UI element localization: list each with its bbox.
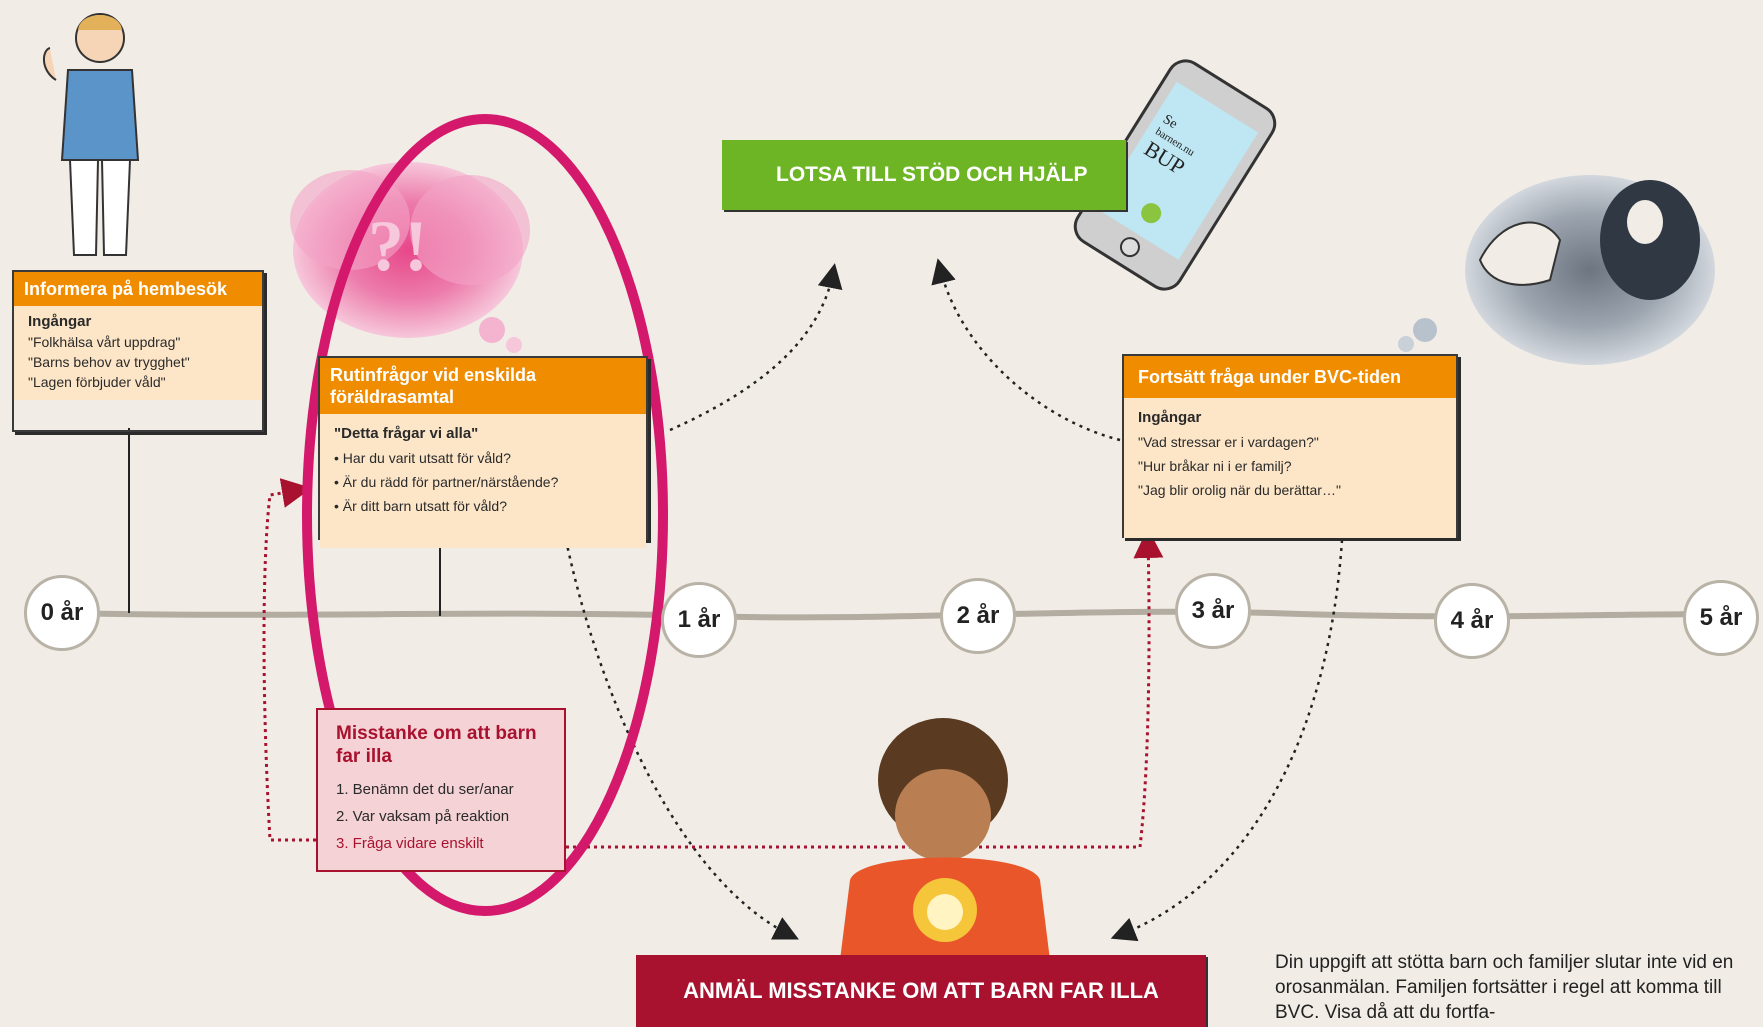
footer-paragraph: Din uppgift att stötta barn och familjer…	[1275, 952, 1734, 1023]
box-fortsatt: Fortsätt fråga under BVC-tiden Ingångar …	[1122, 354, 1458, 538]
arrow-to-lotsa-left	[669, 263, 843, 432]
phone-illustration	[1073, 59, 1277, 291]
highlight-ellipse	[302, 114, 668, 916]
box-fortsatt-subtitle: Ingångar	[1138, 409, 1202, 426]
arrow-red-left-loop	[262, 478, 316, 842]
anger-thought-cloud	[1398, 175, 1715, 365]
box-informera-item: "Barns behov av trygghet"	[28, 354, 190, 370]
year-marker: 1 år	[661, 582, 737, 658]
box-rutinfragor-item: • Är ditt barn utsatt för våld?	[334, 498, 507, 514]
box-misstanke: Misstanke om att barn far illa 1. Benämn…	[316, 708, 566, 872]
box-rutinfragor-item: • Är du rädd för partner/närstående?	[334, 474, 559, 490]
box-informera-item: "Folkhälsa vårt uppdrag"	[28, 334, 181, 350]
arrow-to-lotsa-right	[931, 258, 1121, 442]
arrow-to-anmal-right	[1110, 539, 1344, 942]
box-fortsatt-item: "Vad stressar er i vardagen?"	[1138, 434, 1319, 450]
box-rutinfragor-title: Rutinfrågor vid enskilda föräldrasamtal	[320, 358, 646, 414]
year-marker: 3 år	[1175, 573, 1251, 649]
year-marker: 4 år	[1434, 583, 1510, 659]
box-informera-title: Informera på hembesök	[14, 272, 262, 306]
svg-text:?!: ?!	[368, 206, 428, 286]
arrow-red-right-loop	[566, 528, 1164, 849]
box-informera: Informera på hembesök Ingångar "Folkhäls…	[12, 270, 264, 432]
box-rutinfragor-item: • Har du varit utsatt för våld?	[334, 450, 511, 466]
box-informera-subtitle: Ingångar	[28, 313, 92, 330]
box-misstanke-item: 2. Var vaksam på reaktion	[336, 808, 510, 825]
box-rutinfragor-subtitle: "Detta frågar vi alla"	[334, 425, 479, 442]
box-fortsatt-item: "Jag blir orolig när du berättar…"	[1138, 482, 1341, 498]
year-marker: 0 år	[24, 575, 100, 651]
box-informera-item: "Lagen förbjuder våld"	[28, 374, 166, 390]
worry-thought-cloud: ?!	[290, 162, 530, 353]
banner-lotsa: LOTSA TILL STÖD OCH HJÄLP	[722, 140, 1126, 210]
box-misstanke-item: 1. Benämn det du ser/anar	[336, 781, 514, 798]
box-misstanke-item: 3. Fråga vidare enskilt	[336, 835, 484, 852]
year-marker: 2 år	[940, 578, 1016, 654]
child-illustration	[840, 718, 1050, 960]
box-rutinfragor: Rutinfrågor vid enskilda föräldrasamtal …	[318, 356, 648, 548]
banner-anmal: ANMÄL MISSTANKE OM ATT BARN FAR ILLA	[636, 955, 1206, 1027]
box-fortsatt-title: Fortsätt fråga under BVC-tiden	[1124, 356, 1456, 398]
box-fortsatt-item: "Hur bråkar ni i er familj?	[1138, 458, 1292, 474]
box-misstanke-title: Misstanke om att barn far illa	[336, 723, 537, 767]
year-marker: 5 år	[1683, 580, 1759, 656]
nurse-illustration	[43, 13, 140, 256]
